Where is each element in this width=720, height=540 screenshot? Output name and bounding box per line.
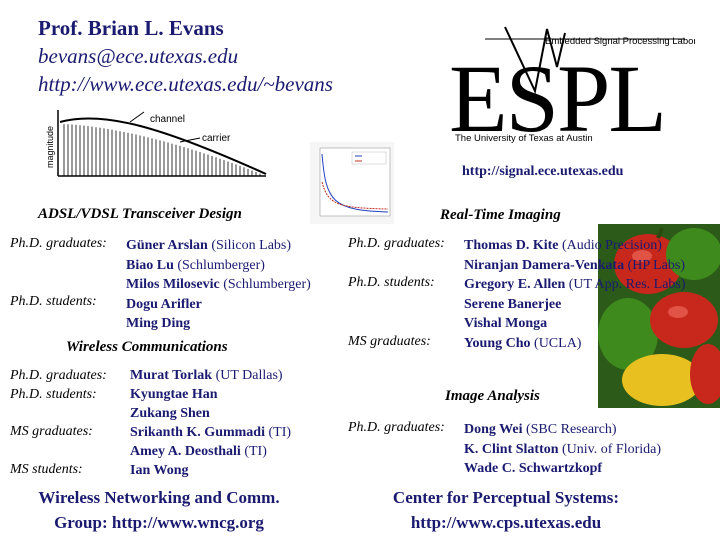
espl-logo-university: The University of Texas at Austin [455, 133, 593, 144]
channel-envelope [59, 117, 267, 175]
carrier-label: carrier [202, 133, 231, 144]
peppers-image [598, 224, 720, 408]
espl-link[interactable]: http://signal.ece.utexas.edu [462, 164, 624, 179]
list-item: Wade C. Schwartzkopf [464, 461, 603, 476]
list-item: Zukang Shen [130, 406, 210, 421]
list-item: Gregory E. Allen (UT App. Res. Labs) [464, 277, 686, 292]
list-item: Biao Lu (Schlumberger) [126, 257, 265, 273]
list-item: Dong Wei (SBC Research) [464, 422, 617, 437]
header: Prof. Brian L. Evans bevans@ece.utexas.e… [38, 14, 333, 98]
imaging-grad-label: Ph.D. graduates: [348, 236, 445, 251]
list-item: Dogu Arifler [126, 296, 202, 312]
wireless-ms-student-label: MS students: [10, 462, 83, 477]
list-item: Amey A. Deosthali (TI) [130, 444, 267, 459]
list-item: Ming Ding [126, 316, 191, 331]
image-analysis-name-list: Dong Wei (SBC Research) K. Clint Slatton… [464, 420, 661, 479]
wireless-labels: Ph.D. graduates: Ph.D. students: [10, 368, 107, 402]
graph-ylabel: magnitude [45, 126, 55, 168]
wireless-ms-grad-label: MS graduates: [10, 424, 93, 439]
wireless-name-list: Murat Torlak (UT Dallas) Kyungtae Han Zu… [130, 366, 291, 480]
carrier-pointer [179, 137, 201, 143]
email-address[interactable]: bevans@ece.utexas.edu [38, 44, 239, 68]
imaging-ms-grad-label: MS graduates: [348, 334, 431, 349]
list-item: Milos Milosevic (Schlumberger) [126, 277, 311, 292]
inset-plot [310, 142, 394, 224]
list-item: Ian Wong [130, 463, 189, 478]
image-analysis-grad-label: Ph.D. graduates: [348, 420, 445, 435]
image-analysis-section-title: Image Analysis [445, 388, 540, 404]
imaging-name-list: Thomas D. Kite (Audio Precision) Niranja… [464, 236, 686, 353]
list-item: Güner Arslan (Silicon Labs) [126, 238, 292, 253]
imaging-section-title: Real-Time Imaging [440, 207, 561, 223]
channel-label: channel [150, 114, 185, 125]
professor-name: Prof. Brian L. Evans [38, 16, 224, 40]
adsl-grad-list: Güner Arslan (Silicon Labs) Biao Lu (Sch… [126, 236, 311, 334]
channel-pointer [129, 111, 145, 123]
list-item: Niranjan Damera-Venkata (HP Labs) [464, 257, 686, 273]
adsl-grad-label: Ph.D. graduates: [10, 236, 107, 251]
wncg-footer[interactable]: Wireless Networking and Comm. Group: htt… [38, 488, 280, 532]
list-item: K. Clint Slatton (Univ. of Florida) [464, 441, 662, 457]
adsl-student-label: Ph.D. students: [10, 294, 97, 309]
adsl-section-title: ADSL/VDSL Transceiver Design [38, 206, 242, 222]
carrier-comb [63, 124, 261, 176]
spectrum-graph: magnitude channel carrier [45, 110, 267, 177]
list-item: Serene Banerjee [464, 296, 562, 312]
espl-logo-subtitle: Embedded Signal Processing Laboratory [545, 36, 695, 47]
list-item: Murat Torlak (UT Dallas) [130, 368, 283, 383]
list-item: Kyungtae Han [130, 387, 218, 402]
list-item: Thomas D. Kite (Audio Precision) [464, 238, 662, 253]
espl-logo[interactable]: ESPL Embedded Signal Processing Laborato… [445, 25, 695, 155]
homepage-url[interactable]: http://www.ece.utexas.edu/~bevans [38, 72, 333, 96]
imaging-student-label: Ph.D. students: [348, 275, 435, 290]
list-item: Srikanth K. Gummadi (TI) [130, 425, 292, 440]
wireless-section-title: Wireless Communications [66, 339, 228, 355]
cps-footer[interactable]: Center for Perceptual Systems: http://ww… [392, 488, 620, 532]
list-item: Vishal Monga [464, 316, 548, 331]
list-item: Young Cho (UCLA) [464, 335, 582, 351]
